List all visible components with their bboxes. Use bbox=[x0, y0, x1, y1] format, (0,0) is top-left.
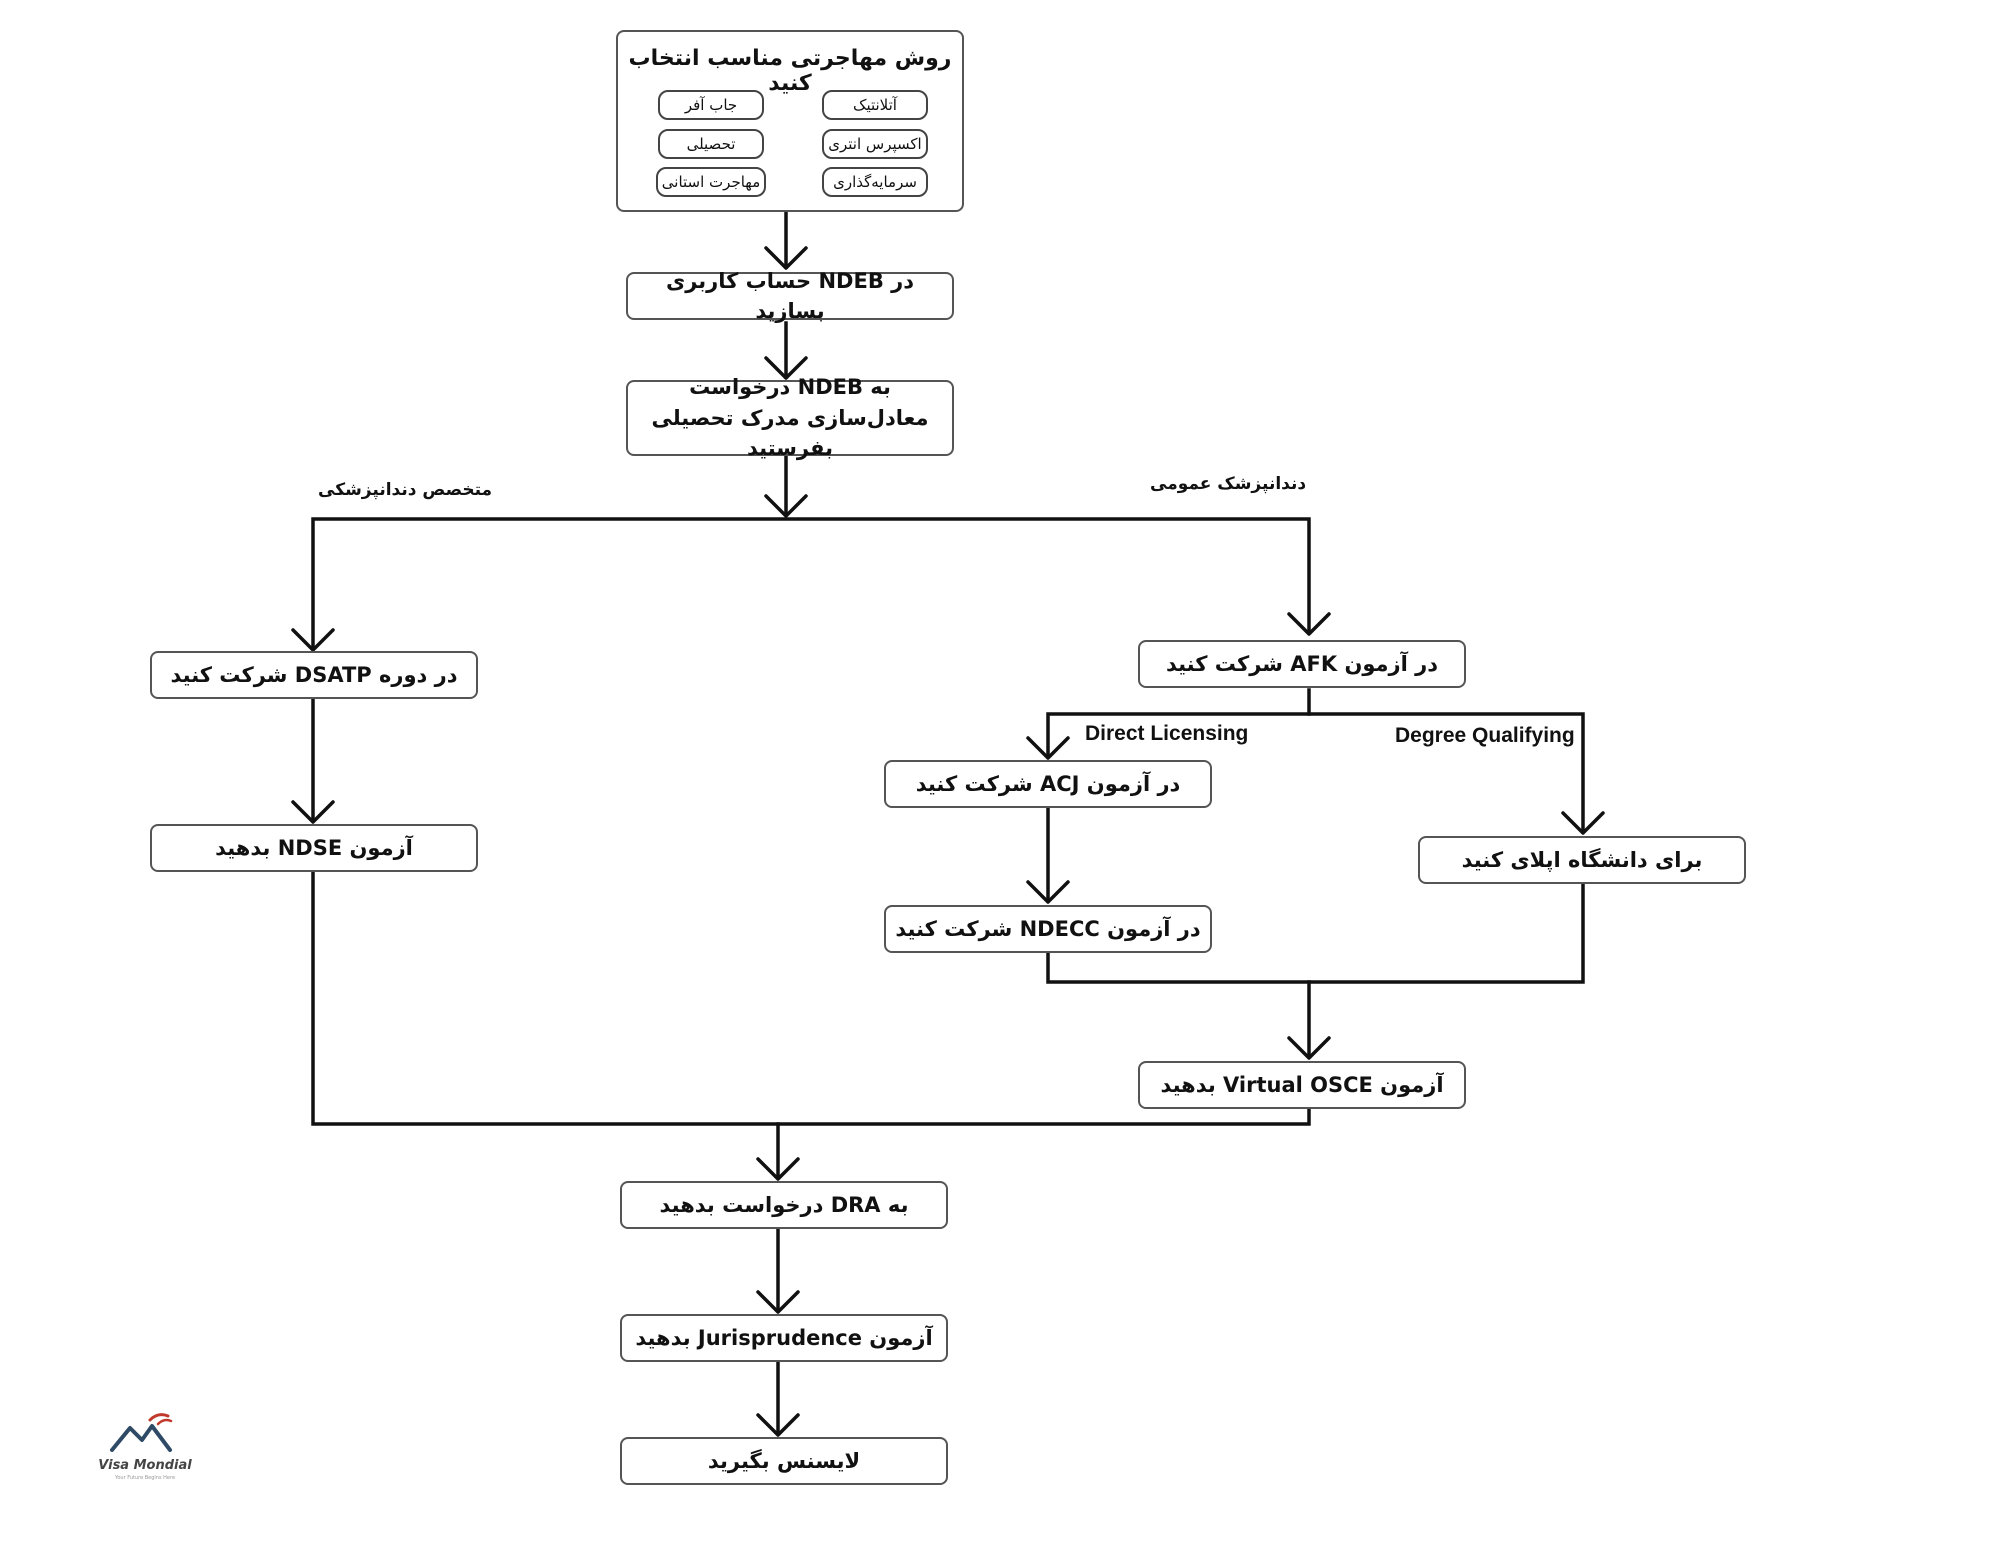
choose-method-title: روش مهاجرتی مناسب انتخاب کنید bbox=[628, 46, 952, 96]
arrowhead bbox=[1026, 736, 1070, 760]
arrowhead bbox=[764, 494, 808, 518]
direct-licensing-label: Direct Licensing bbox=[1085, 722, 1249, 745]
arrowhead bbox=[1287, 612, 1331, 636]
specialist-branch-label: متخصص دندانپزشکی bbox=[318, 480, 493, 500]
arrowhead bbox=[756, 1413, 800, 1437]
option-study: تحصیلی bbox=[658, 129, 764, 159]
option-express-entry: اکسپرس انتری bbox=[822, 129, 928, 159]
visa-mondial-logo: Visa Mondial Your Future Begins Here bbox=[90, 1408, 200, 1481]
acj-step: در آزمون ACJ شرکت کنید bbox=[884, 760, 1212, 808]
jurisprudence-step: آزمون Jurisprudence بدهید bbox=[620, 1314, 948, 1362]
university-apply-step: برای دانشگاه اپلای کنید bbox=[1418, 836, 1746, 884]
credential-request-step: به NDEB درخواست معادل‌سازی مدرک تحصیلی ب… bbox=[626, 375, 954, 460]
option-atlantic: آتلانتیک bbox=[822, 90, 928, 120]
arrowhead bbox=[756, 1157, 800, 1181]
arrowhead bbox=[756, 1290, 800, 1314]
arrowhead bbox=[764, 246, 808, 270]
option-investment: سرمایه‌گذاری bbox=[822, 167, 928, 197]
dra-step: به DRA درخواست بدهید bbox=[620, 1181, 948, 1229]
logo-name: Visa Mondial bbox=[98, 1458, 192, 1473]
general-branch-label: دندانپزشک عمومی bbox=[1150, 474, 1307, 494]
arrowhead bbox=[1287, 1036, 1331, 1060]
ndeb-account-step: در NDEB حساب کاربری بسازید bbox=[626, 269, 954, 323]
arrowhead bbox=[1026, 880, 1070, 904]
virtual-osce-step: آزمون Virtual OSCE بدهید bbox=[1138, 1061, 1466, 1109]
afk-step: در آزمون AFK شرکت کنید bbox=[1138, 640, 1466, 688]
option-provincial: مهاجرت استانی bbox=[656, 167, 766, 197]
license-step: لایسنس بگیرید bbox=[620, 1437, 948, 1485]
degree-qualifying-label: Degree Qualifying bbox=[1395, 724, 1575, 747]
ndse-step: آزمون NDSE بدهید bbox=[150, 824, 478, 872]
ndecc-step: در آزمون NDECC شرکت کنید bbox=[884, 905, 1212, 953]
arrowhead bbox=[291, 628, 335, 652]
mountain-logo-icon bbox=[110, 1413, 173, 1452]
arrowhead bbox=[1561, 811, 1605, 835]
dsatp-step: در دوره DSATP شرکت کنید bbox=[150, 651, 478, 699]
logo-tagline: Your Future Begins Here bbox=[114, 1475, 176, 1481]
arrowhead bbox=[764, 356, 808, 380]
choose-method-box: روش مهاجرتی مناسب انتخاب کنید آتلانتیک ج… bbox=[616, 30, 964, 212]
option-job-offer: جاب آفر bbox=[658, 90, 764, 120]
arrowhead bbox=[291, 800, 335, 824]
